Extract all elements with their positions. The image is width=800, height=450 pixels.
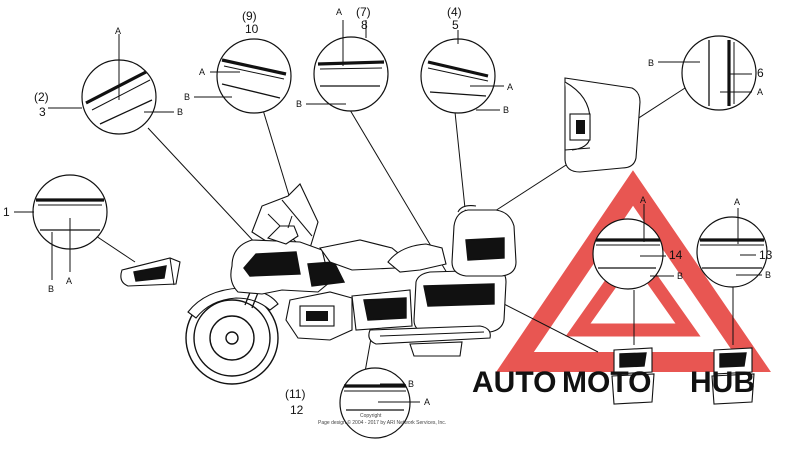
- footer-copyright: Copyright: [360, 413, 382, 419]
- label-c78-paren: (7): [356, 5, 371, 19]
- watermark-text-moto: MOTO: [562, 366, 651, 399]
- detail-circle-2-3: [48, 34, 174, 135]
- label-c14-number: 14: [669, 248, 683, 262]
- motorcycle: [185, 183, 517, 385]
- label-c78-letter-a: A: [336, 7, 342, 17]
- label-c1-letter-a: A: [66, 276, 72, 286]
- watermark-wordmark: AUTO MOTO HUB: [472, 366, 755, 399]
- detail-circle-6: [658, 35, 757, 111]
- label-c6-number: 6: [757, 66, 764, 80]
- detail-circle-14: [592, 204, 674, 290]
- label-c13-number: 13: [759, 248, 773, 262]
- label-c910-number: 10: [245, 22, 259, 36]
- label-c1112-letter-b: B: [408, 379, 414, 389]
- trunk-lid-part: [564, 77, 641, 173]
- front-fender-part: [120, 257, 181, 287]
- label-c78-number: 8: [361, 18, 368, 32]
- label-c6-letter-b: B: [648, 58, 654, 68]
- label-c45-paren: (4): [447, 5, 462, 19]
- label-c45-letter-a: A: [507, 82, 513, 92]
- label-c78-letter-b: B: [296, 99, 302, 109]
- label-c23-paren: (2): [34, 90, 49, 104]
- label-c14-letter-a: A: [640, 195, 646, 205]
- detail-circle-4-5: [420, 30, 504, 114]
- detail-circle-11-12: [339, 367, 420, 439]
- label-c45-letter-b: B: [503, 105, 509, 115]
- detail-circle-13: [696, 208, 768, 288]
- footer-design-credit: Page design © 2004 - 2017 by ARI Network…: [318, 419, 446, 426]
- label-c1112-number: 12: [290, 403, 304, 417]
- rear-reflector-right: [711, 347, 755, 405]
- watermark-text-hub: HUB: [690, 366, 755, 399]
- detail-circle-7-8: [306, 20, 389, 112]
- watermark-text-auto: AUTO: [472, 366, 556, 399]
- label-c23-number: 3: [39, 105, 46, 119]
- rear-reflector-left: [611, 347, 655, 405]
- label-c1112-letter-a: A: [424, 397, 430, 407]
- label-c910-letter-b: B: [184, 92, 190, 102]
- detail-circle-1: [14, 174, 108, 280]
- label-c13-letter-a: A: [734, 197, 740, 207]
- label-c910-letter-a: A: [199, 67, 205, 77]
- label-c13-letter-b: B: [765, 270, 771, 280]
- label-c1112-paren: (11): [285, 387, 305, 401]
- label-c23-letter-b: B: [177, 107, 183, 117]
- label-c14-letter-b: B: [677, 271, 683, 281]
- label-c6-letter-a: A: [757, 87, 763, 97]
- label-c45-number: 5: [452, 18, 459, 32]
- label-c23-letter-a: A: [115, 26, 121, 36]
- detail-circle-9-10: [194, 38, 292, 114]
- label-c1-number: 1: [3, 205, 10, 219]
- label-c910-paren: (9): [242, 9, 257, 23]
- label-c1-letter-b: B: [48, 284, 54, 294]
